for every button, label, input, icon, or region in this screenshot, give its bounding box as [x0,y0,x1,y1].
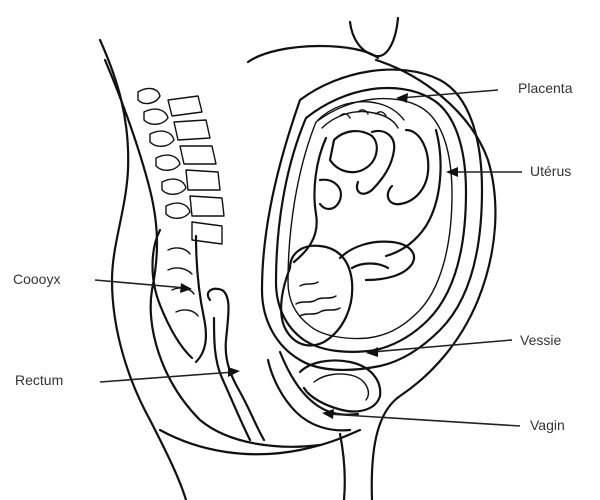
uterus-inner-wall [276,88,466,352]
vessie-pointer [366,340,512,357]
rectum-organ [208,289,264,440]
label-uterus: Utérus [530,163,571,179]
placenta-organ [318,102,404,128]
label-rectum: Rectum [15,372,63,388]
label-placenta: Placenta [518,80,572,96]
bladder-inner [314,374,368,400]
abdomen-top-curve [248,46,378,62]
label-coccyx: Coooyx [13,271,60,287]
coccyx-pointer [95,280,192,293]
lower-outline [340,434,345,500]
vertebrae [138,89,224,244]
back-outline [100,40,186,500]
sacrum-coccyx [153,230,206,362]
uterus-pointer [446,167,522,177]
belly-outline [372,60,496,500]
label-vessie: Vessie [520,332,561,348]
inner-back-outline [105,60,320,447]
label-vagin: Vagin [530,417,565,433]
